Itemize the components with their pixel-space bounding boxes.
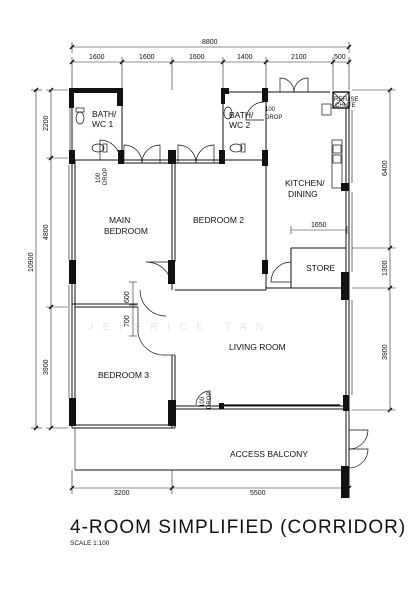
dim-right-2: 1300 <box>382 260 389 276</box>
plan-title: 4-ROOM SIMPLIFIED (CORRIDOR) <box>70 517 406 538</box>
dim-store-width: 1650 <box>311 222 327 229</box>
dim-top-5: 2100 <box>291 54 307 61</box>
dim-left-overall: 10900 <box>28 252 35 272</box>
dim-right-1: 6400 <box>382 160 389 176</box>
walls <box>71 91 350 498</box>
dim-left-1: 2200 <box>43 115 50 131</box>
dim-top-3: 1600 <box>189 54 205 61</box>
room-kitchen-line2: DINING <box>288 189 318 199</box>
dim-bottom-1: 3200 <box>114 490 130 497</box>
dim-bottom-2: 5500 <box>250 490 266 497</box>
room-living: LIVING ROOM <box>229 342 286 352</box>
fixtures <box>75 91 350 406</box>
dim-opening-600: 600 <box>124 291 131 303</box>
dimension-ticks <box>33 44 393 491</box>
drop-label-1-text: DROP <box>265 115 282 121</box>
refuse-chute-line2: CHUTE <box>335 103 356 109</box>
room-bedroom-3: BEDROOM 3 <box>98 370 149 380</box>
plan-scale: SCALE 1:100 <box>70 540 110 547</box>
watermark: JEFFRICE TAN <box>88 321 273 333</box>
dim-top-4: 1400 <box>237 54 253 61</box>
dim-left-3: 3900 <box>43 359 50 375</box>
room-bath-wc-2-line2: WC 2 <box>229 120 251 130</box>
room-main-bedroom-line1: MAIN <box>109 215 130 225</box>
drop-label-2-num: 100 <box>96 172 102 183</box>
room-bath-wc-1-line2: WC 1 <box>92 119 114 129</box>
dim-top-1: 1600 <box>89 54 105 61</box>
windows <box>68 108 353 470</box>
room-access-balcony: ACCESS BALCONY <box>230 449 308 459</box>
dim-overall-width: 8800 <box>202 39 218 46</box>
wall-columns <box>69 88 349 498</box>
dim-opening-700: 700 <box>124 315 131 327</box>
room-bath-wc-1-line1: BATH/ <box>92 109 117 119</box>
room-main-bedroom-line2: BEDROOM <box>104 226 148 236</box>
dim-right-3: 3900 <box>382 344 389 360</box>
dim-top-2: 1600 <box>139 54 155 61</box>
dim-top-6: 500 <box>334 54 346 61</box>
drop-label-3-num: 100 <box>200 396 206 407</box>
drop-label-1-num: 100 <box>265 107 276 113</box>
drop-label-3-text: DROP <box>207 392 213 409</box>
room-store: STORE <box>306 263 335 273</box>
dimension-lines <box>31 42 396 494</box>
room-kitchen-line1: KITCHEN/ <box>285 178 325 188</box>
dim-left-2: 4800 <box>43 224 50 240</box>
refuse-chute-line1: REFUSE <box>334 97 358 103</box>
drop-label-2-text: DROP <box>103 168 109 185</box>
doors <box>99 77 369 469</box>
room-bath-wc-2-line1: BATH/ <box>229 110 254 120</box>
room-bedroom-2: BEDROOM 2 <box>193 215 244 225</box>
